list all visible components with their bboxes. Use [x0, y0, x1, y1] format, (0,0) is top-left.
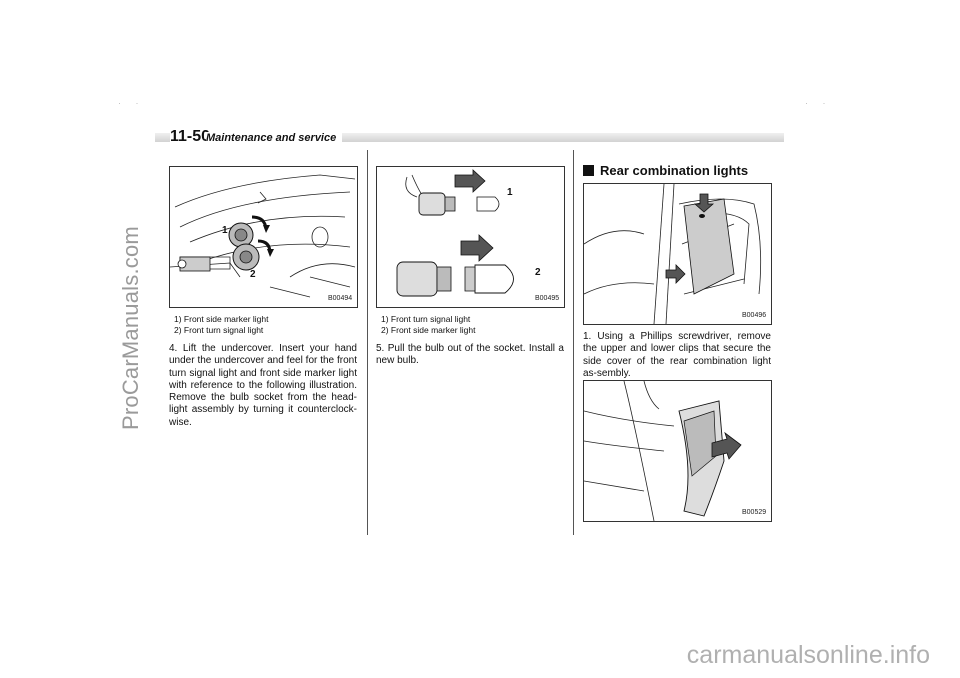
crop-mark-right: · · [805, 98, 832, 108]
caption-item-2: 2) Front turn signal light [174, 325, 264, 335]
figure-bulb-socket: 1 2 B00495 [376, 166, 565, 308]
caption-item-2: 2) Front side marker light [381, 325, 476, 335]
figure-code: B00494 [328, 295, 353, 302]
figure-side-cover: B00529 [583, 380, 772, 522]
watermark-bottom: carmanualsonline.info [686, 641, 930, 669]
step-5-text: 5. Pull the bulb out of the socket. Inst… [376, 343, 564, 367]
header-bar [155, 133, 784, 142]
column-divider-1 [367, 150, 368, 535]
figure-rear-light-clips: B00496 [583, 183, 772, 325]
section-title: Maintenance and service [206, 132, 343, 144]
figure-label-1: 1 [222, 225, 228, 236]
page-number: 11-50 [170, 128, 215, 146]
crop-mark-left: · · [118, 98, 145, 108]
caption-item-1: 1) Front side marker light [174, 314, 269, 324]
step-1-text: 1. Using a Phillips screwdriver, remove … [583, 331, 771, 379]
figure-label-1: 1 [507, 187, 513, 198]
step-4-text: 4. Lift the undercover. Insert your hand… [169, 343, 357, 428]
figure-code: B00496 [742, 312, 767, 319]
figure-label-2: 2 [535, 267, 541, 278]
caption-item-1: 1) Front turn signal light [381, 314, 471, 324]
figure-code: B00529 [742, 509, 767, 516]
section-heading: Rear combination lights [583, 163, 748, 178]
figure-front-headlight: 1 2 B00494 [169, 166, 358, 308]
watermark-side: ProCarManuals.com [118, 226, 143, 430]
figure-code: B00495 [535, 295, 560, 302]
figure-label-2: 2 [250, 269, 256, 280]
column-divider-2 [573, 150, 574, 535]
square-bullet-icon [583, 165, 594, 176]
section-heading-text: Rear combination lights [600, 163, 749, 178]
